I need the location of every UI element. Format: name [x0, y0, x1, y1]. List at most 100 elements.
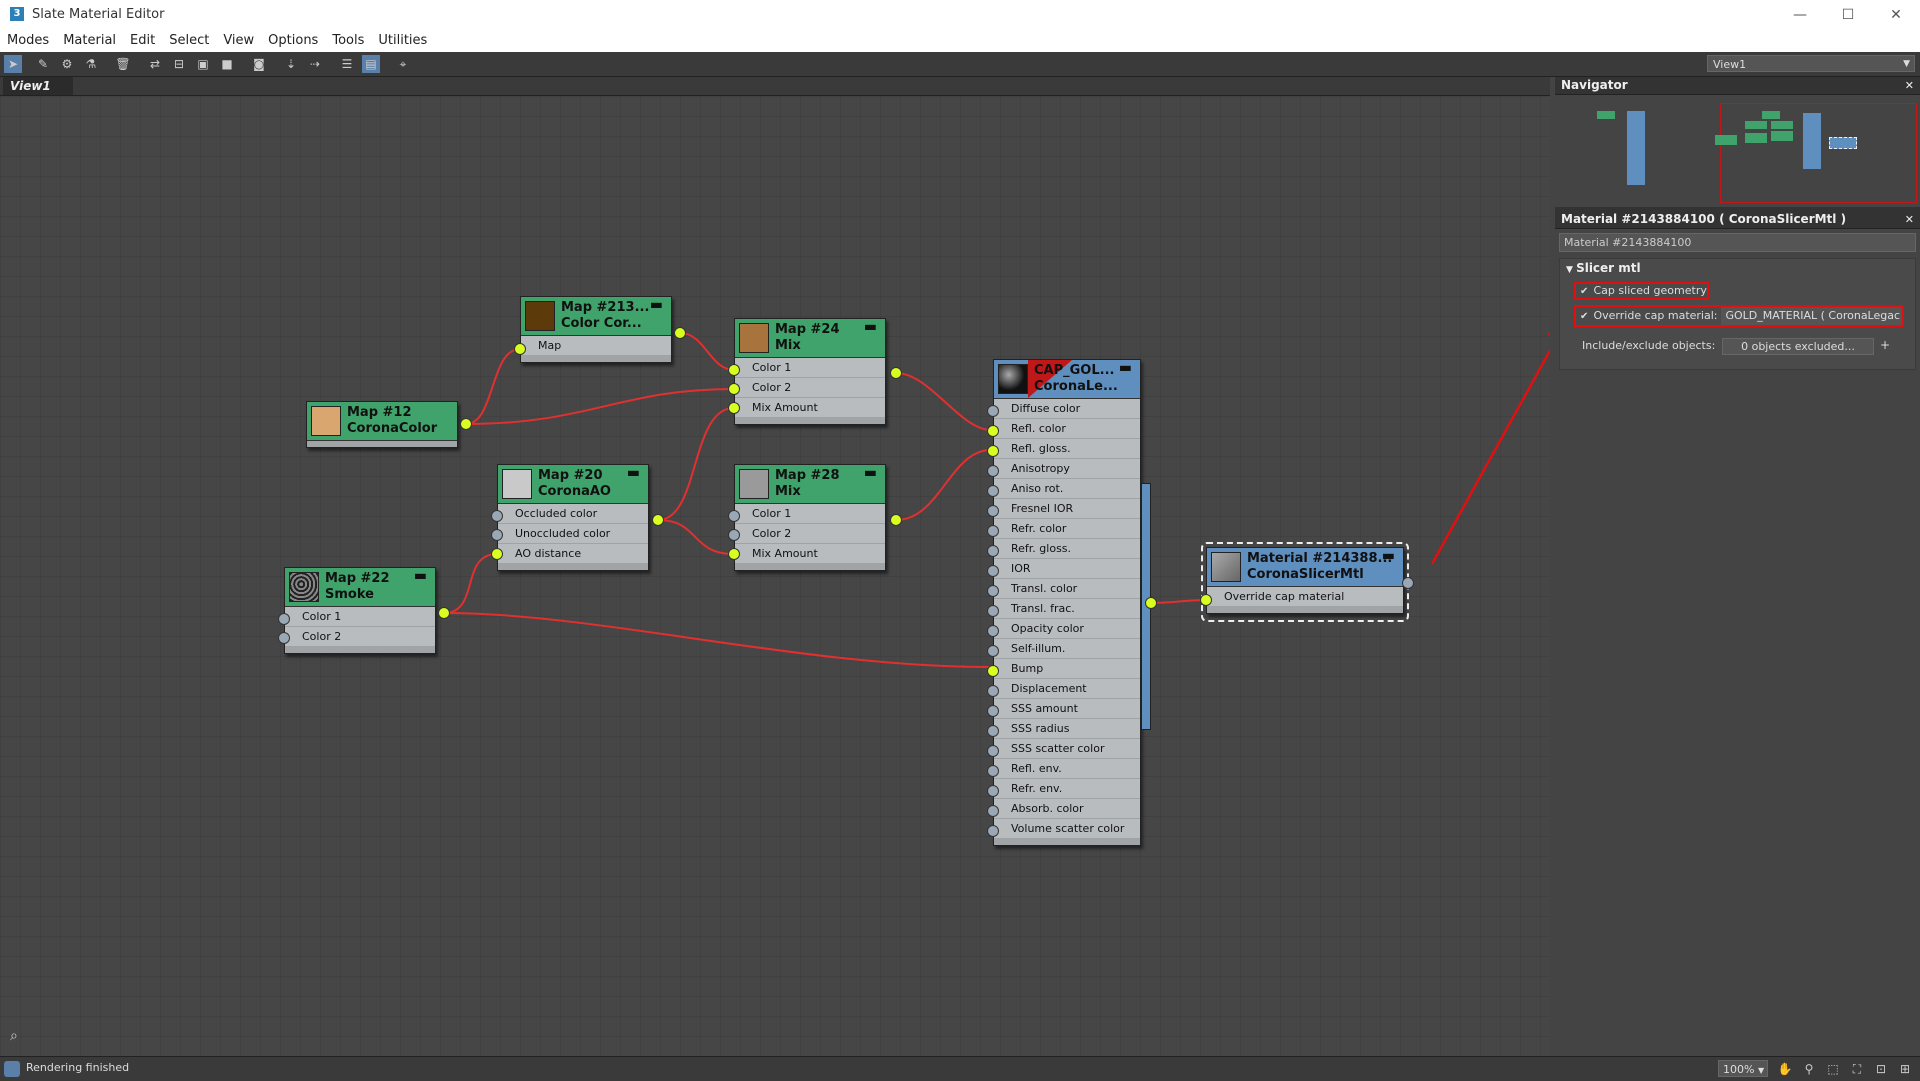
node-browser-icon[interactable]: ▤ — [362, 55, 380, 73]
show-map-icon[interactable]: ■ — [221, 57, 233, 71]
close-icon[interactable]: ✕ — [1904, 79, 1914, 92]
show-background-icon[interactable]: ◙ — [253, 57, 265, 71]
socket-cap-slot[interactable] — [987, 765, 999, 777]
socket-cap-slot[interactable] — [987, 785, 999, 797]
socket-mix28-color1[interactable] — [728, 510, 740, 522]
socket-cap-slot[interactable] — [987, 745, 999, 757]
maximize-button[interactable]: ☐ — [1841, 7, 1855, 23]
socket-smoke-color2[interactable] — [278, 632, 290, 644]
socket-cap-slot[interactable] — [987, 565, 999, 577]
socket-cap-slot[interactable] — [987, 645, 999, 657]
minimize-button[interactable]: — — [1793, 7, 1807, 23]
socket-cap-slot[interactable] — [987, 665, 999, 677]
delete-icon[interactable]: 🗑 — [115, 57, 131, 71]
select-tool-icon[interactable]: ➤ — [4, 55, 22, 73]
socket-slicer-out[interactable] — [1402, 577, 1414, 589]
socket-cap-slot[interactable] — [987, 585, 999, 597]
node-map213[interactable]: Map #213...Color Cor... ▬ Map — [520, 296, 672, 363]
collapse-icon[interactable]: ▬ — [626, 465, 640, 481]
menu-tools[interactable]: Tools — [332, 33, 365, 48]
socket-cap-slot[interactable] — [987, 825, 999, 837]
hide-unused-icon[interactable]: ⊟ — [173, 57, 185, 71]
menu-select[interactable]: Select — [169, 33, 210, 48]
select-by-material-icon[interactable]: ⌖ — [399, 57, 407, 71]
node-slicer-material[interactable]: Material #214388...CoronaSlicerMtl ▬ Ove… — [1206, 547, 1404, 614]
include-exclude-button[interactable]: 0 objects excluded... — [1722, 338, 1874, 355]
socket-cap-slot[interactable] — [987, 445, 999, 457]
socket-smoke-color1[interactable] — [278, 613, 290, 625]
rollout-header[interactable]: ▼ Slicer mtl — [1566, 261, 1641, 275]
collapse-icon[interactable]: ▬ — [649, 297, 663, 313]
close-icon[interactable]: ✕ — [1904, 213, 1914, 226]
socket-ao-distance[interactable] — [491, 548, 503, 560]
socket-ao-unoccluded[interactable] — [491, 529, 503, 541]
socket-ao-out[interactable] — [652, 514, 664, 526]
socket-mix24-out[interactable] — [890, 367, 902, 379]
pan-selected-icon[interactable]: ⊞ — [1899, 1062, 1911, 1076]
socket-mix24-amount[interactable] — [728, 402, 740, 414]
material-params-icon[interactable]: ☰ — [341, 57, 353, 71]
menu-view[interactable]: View — [223, 33, 255, 48]
zoom-dropdown[interactable]: 100% ▼ — [1718, 1060, 1768, 1077]
socket-cap-slot[interactable] — [987, 685, 999, 697]
socket-cap-slot[interactable] — [987, 605, 999, 617]
override-cap-map-button[interactable]: GOLD_MATERIAL ( CoronaLegac — [1721, 307, 1902, 325]
menu-edit[interactable]: Edit — [130, 33, 156, 48]
view-dropdown[interactable]: View1▼ — [1707, 55, 1915, 72]
close-button[interactable]: ✕ — [1890, 7, 1902, 23]
socket-cap-slot[interactable] — [987, 805, 999, 817]
override-cap-checkbox[interactable]: ✔ Override cap material:GOLD_MATERIAL ( … — [1574, 305, 1904, 327]
zoom-icon[interactable]: ⚲ — [1804, 1062, 1814, 1076]
socket-mix24-color2[interactable] — [728, 383, 740, 395]
socket-mix24-color1[interactable] — [728, 364, 740, 376]
socket-cap-slot[interactable] — [987, 545, 999, 557]
socket-cap-slot[interactable] — [987, 525, 999, 537]
collapse-icon[interactable]: ▬ — [863, 319, 877, 335]
socket-map213-map[interactable] — [514, 343, 526, 355]
material-name-field[interactable]: Material #2143884100 — [1559, 233, 1916, 252]
layout-all-icon[interactable]: ⇣ — [285, 57, 297, 71]
layout-children-icon[interactable]: ⇢ — [309, 57, 321, 71]
nav-viewport[interactable] — [1720, 103, 1917, 203]
socket-cap-slot[interactable] — [987, 465, 999, 477]
pick-material-icon[interactable]: ✎ — [37, 57, 49, 71]
menu-options[interactable]: Options — [268, 33, 319, 48]
menu-material[interactable]: Material — [63, 33, 117, 48]
collapse-icon[interactable]: ▬ — [1118, 360, 1132, 376]
socket-cap-slot[interactable] — [987, 485, 999, 497]
collapse-icon[interactable]: ▬ — [863, 465, 877, 481]
put-material-icon[interactable]: ⚙ — [61, 57, 73, 71]
show-shaded-icon[interactable]: ▣ — [197, 57, 209, 71]
collapse-icon[interactable]: ▬ — [1381, 548, 1395, 564]
zoom-region-icon[interactable]: ⬚ — [1827, 1062, 1839, 1076]
socket-mix28-amount[interactable] — [728, 548, 740, 560]
menu-modes[interactable]: Modes — [7, 33, 50, 48]
tab-view1[interactable]: View1 — [3, 77, 73, 95]
socket-mix28-out[interactable] — [890, 514, 902, 526]
socket-smoke-out[interactable] — [438, 607, 450, 619]
socket-cap-slot[interactable] — [987, 625, 999, 637]
socket-cap-slot[interactable] — [987, 505, 999, 517]
zoom-extents-icon[interactable]: ⛶ — [1852, 1062, 1862, 1076]
socket-ao-occluded[interactable] — [491, 510, 503, 522]
move-children-icon[interactable]: ⇄ — [149, 57, 161, 71]
add-icon[interactable]: + — [1879, 338, 1891, 352]
socket-map213-out[interactable] — [674, 327, 686, 339]
pan-icon[interactable]: ✋ — [1777, 1062, 1793, 1076]
zoom-extents-selected-icon[interactable]: ⊡ — [1875, 1062, 1887, 1076]
binoculars-icon[interactable]: ⌕ — [10, 1028, 18, 1044]
socket-cap-out[interactable] — [1145, 597, 1157, 609]
menu-utilities[interactable]: Utilities — [378, 33, 428, 48]
socket-mix28-color2[interactable] — [728, 529, 740, 541]
assign-material-icon[interactable]: ⚗ — [85, 57, 97, 71]
socket-cap-slot[interactable] — [987, 725, 999, 737]
collapse-icon[interactable]: ▬ — [413, 568, 427, 584]
cap-sliced-checkbox[interactable]: ✔ Cap sliced geometry — [1574, 282, 1709, 300]
